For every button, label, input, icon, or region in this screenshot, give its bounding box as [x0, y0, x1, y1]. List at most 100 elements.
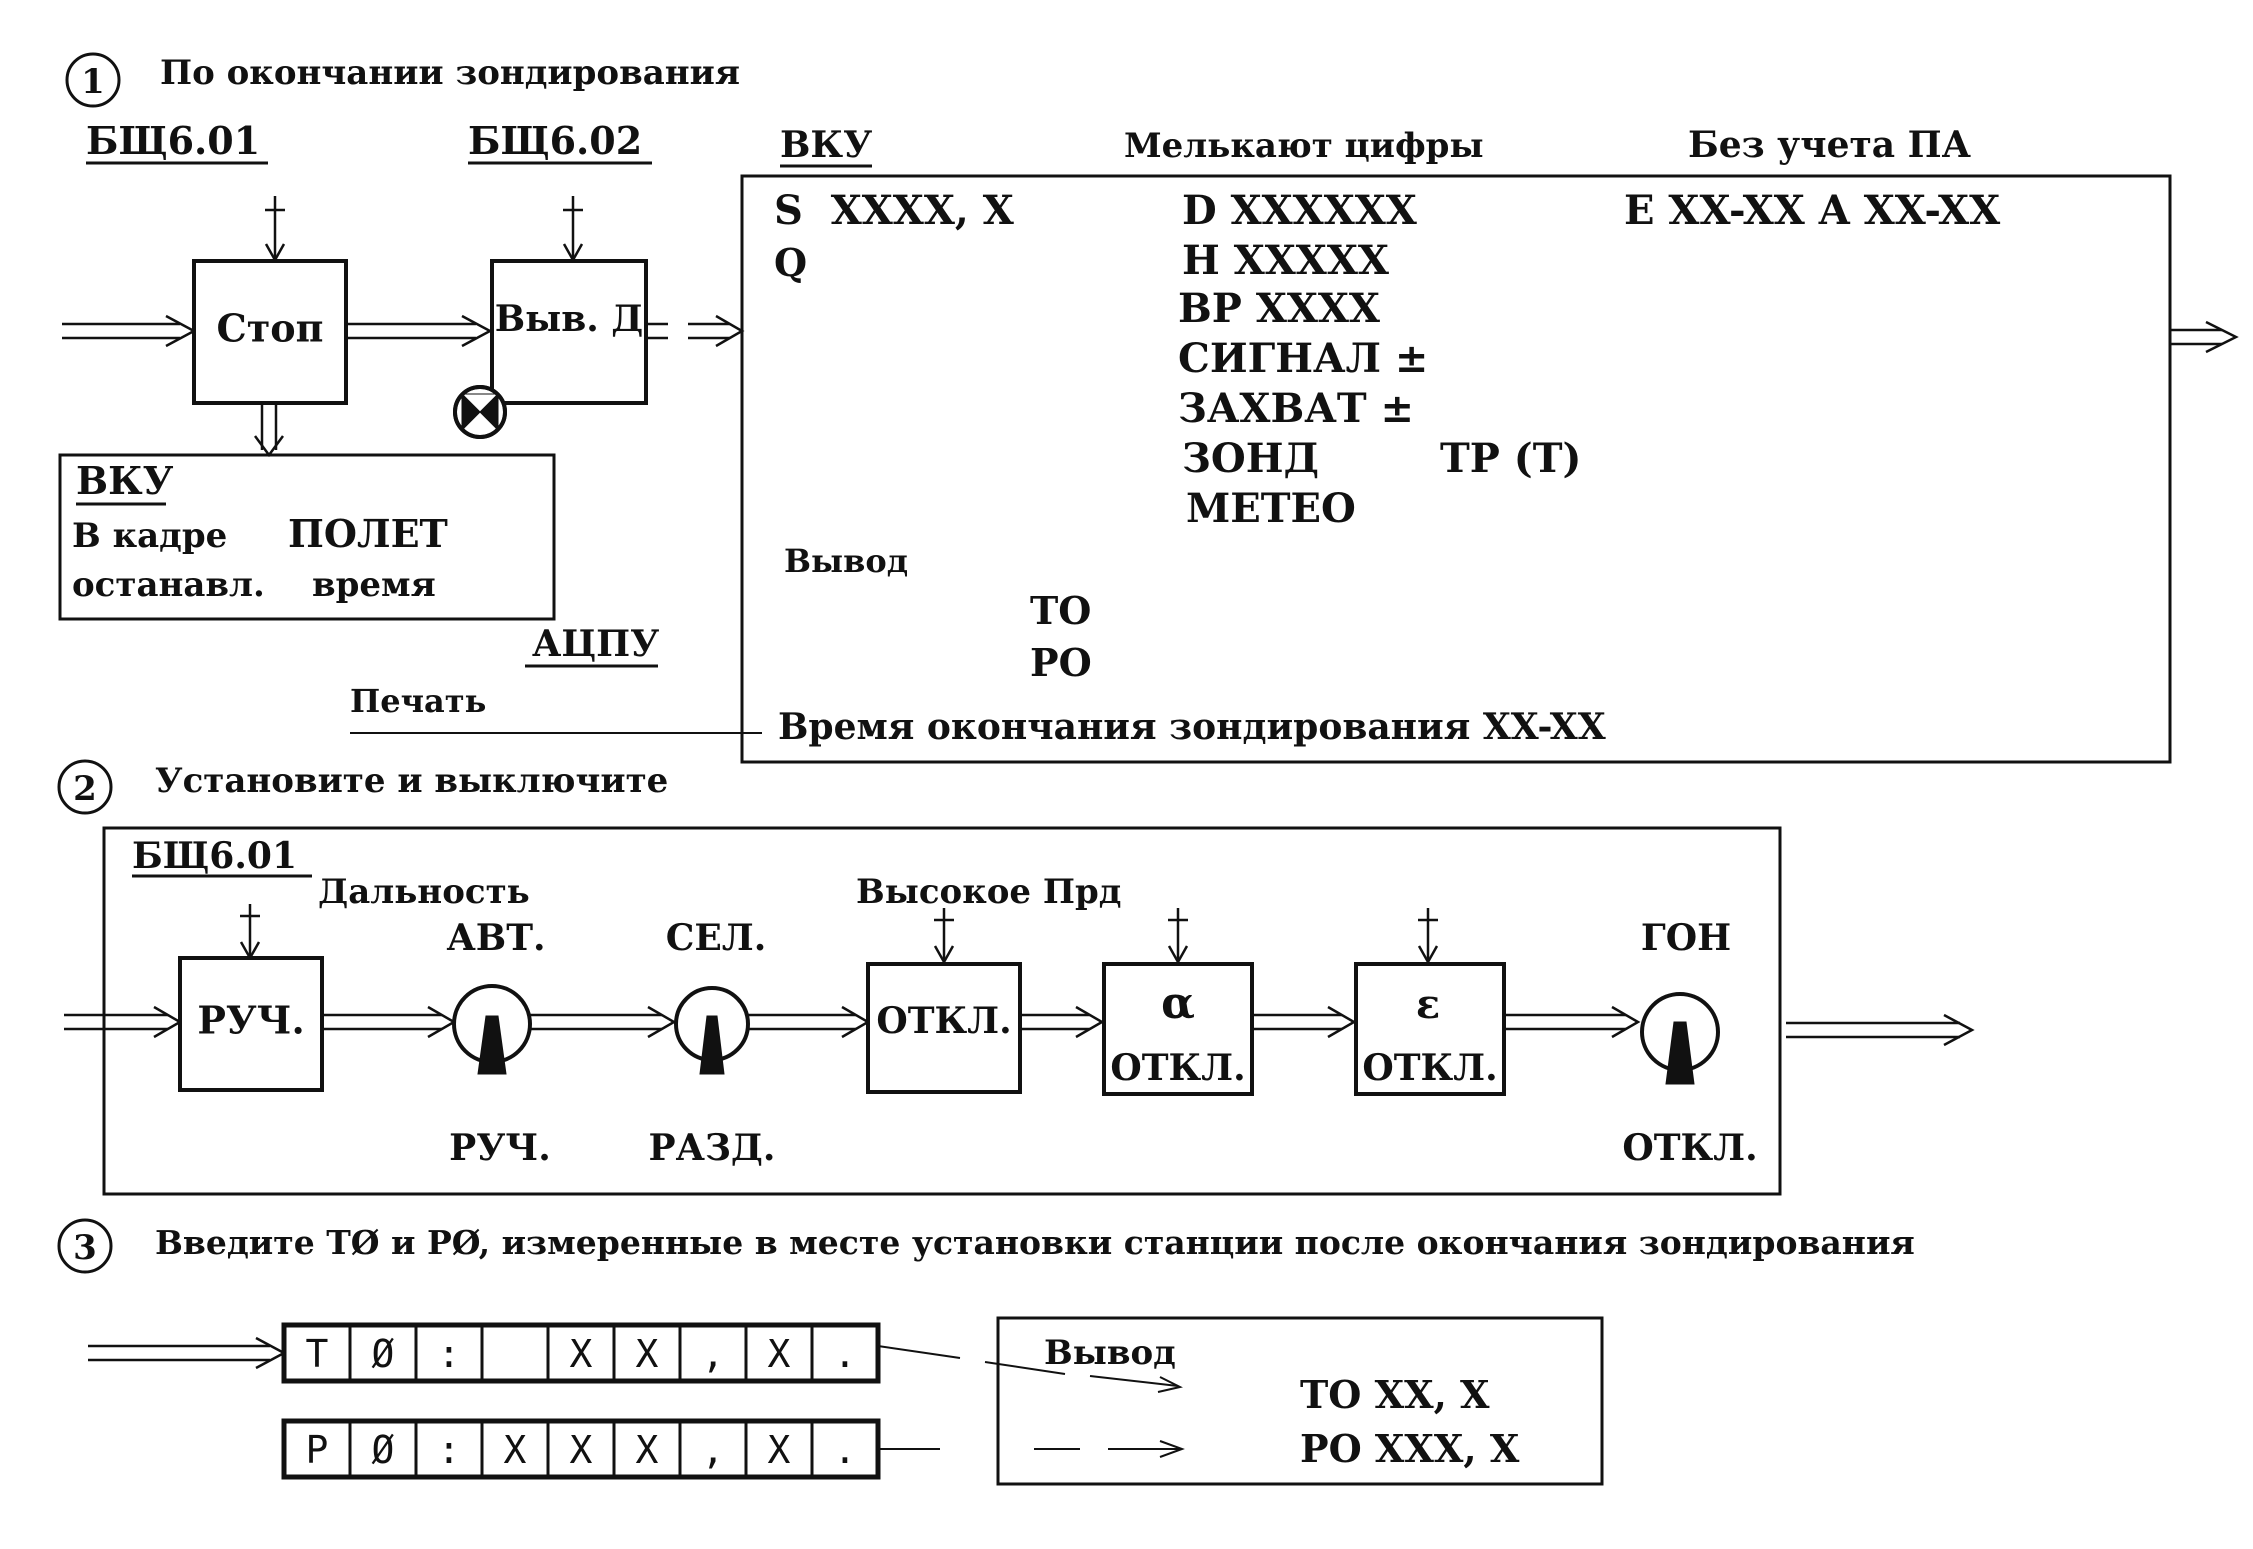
vku-s-line: S XXXX, X [774, 187, 1014, 234]
vku-meteo-line: МЕТЕО [1186, 485, 1356, 532]
vku-main-box [740, 174, 2172, 764]
input-arrow-t-row [88, 1336, 287, 1370]
arrow-eps-to-knob3 [1504, 1005, 1641, 1039]
vku-end-time: Время окончания зондирования XX-XX [778, 706, 1606, 748]
high-prd-label: Высокое Прд [856, 872, 1121, 912]
section-3: 3 Введите ТØ и РØ, измеренные в месте ус… [57, 1218, 1915, 1486]
p-cell-6: , [702, 1428, 725, 1472]
panel-bsh-label: БЩ6.01 [132, 835, 297, 877]
vyv-d-block-label: Выв. Д [495, 298, 644, 340]
section-2-title: Установите и выключите [155, 761, 668, 801]
vku-main-label: ВКУ [780, 124, 872, 166]
vku-to-line: ТО [1030, 588, 1091, 633]
step-number-3-circle [57, 1218, 113, 1274]
press-marker-alpha [1167, 908, 1189, 965]
section-1: 1 По окончании зондирования БЩ6.01 БЩ6.0… [58, 52, 2239, 764]
alpha-otkl-label: ОТКЛ. [1110, 1047, 1245, 1089]
otkl-block[interactable] [866, 962, 1022, 1094]
acpu-label: АЦПУ [532, 623, 659, 665]
bsh602-label: БЩ6.02 [468, 118, 642, 163]
t-cell-8: . [834, 1332, 857, 1376]
eps-block[interactable] [1354, 962, 1506, 1096]
print-label: Печать [350, 682, 486, 720]
vku-bp-line: BP XXXX [1178, 285, 1380, 332]
bsh601-label: БЩ6.01 [86, 118, 260, 163]
vku-small-box [58, 453, 556, 621]
ruch-block[interactable] [178, 956, 324, 1092]
output-po-value: PO XXX, X [1300, 1426, 1520, 1471]
panel-output-arrow [1786, 1013, 1975, 1047]
vku-e-line: E XX-XX A XX-XX [1624, 187, 2000, 234]
indicator-lamp-icon [453, 385, 507, 439]
arrow-knob2-to-otkl [748, 1005, 871, 1039]
vku-output-label: Вывод [784, 542, 908, 580]
t-cell-7: X [768, 1332, 791, 1376]
section-1-title: По окончании зондирования [160, 53, 740, 93]
arrow-otkl-to-alpha [1020, 1005, 1105, 1039]
vku-d-line: D XXXXXX [1182, 187, 1417, 234]
t-cell-0: T [306, 1332, 329, 1376]
p-cell-0: P [306, 1428, 329, 1472]
knob2-top-label: СЕЛ. [666, 917, 766, 959]
section-2: 2 Установите и выключите БЩ6.01 Дальност… [57, 759, 1975, 1196]
vyv-d-block[interactable] [490, 259, 648, 405]
vku-h-line: H XXXXX [1182, 237, 1389, 284]
stop-block[interactable] [192, 259, 348, 405]
knob3-top-label: ГОН [1641, 917, 1731, 959]
t-cell-4: X [570, 1332, 593, 1376]
arrow-alpha-to-eps [1252, 1005, 1357, 1039]
step-number-2-circle [57, 759, 113, 815]
press-marker-otkl [933, 908, 955, 965]
p-cell-1: Ø [372, 1428, 395, 1472]
output-double-arrow [2170, 320, 2239, 354]
vku-zond-line: ЗОНД [1182, 435, 1319, 482]
ruch-block-label: РУЧ. [197, 998, 304, 1043]
knob-3-icon[interactable] [1640, 992, 1720, 1085]
knob-2-icon[interactable] [674, 986, 750, 1075]
step-number-1: 1 [81, 62, 105, 102]
eps-otkl-label: ОТКЛ. [1362, 1047, 1497, 1089]
press-marker-vyv [562, 196, 584, 263]
knob-1-icon[interactable] [452, 984, 532, 1075]
arrow-ruch-to-knob1 [322, 1005, 457, 1039]
p-cell-7: X [768, 1428, 791, 1472]
p-cell-2: : [438, 1428, 461, 1472]
press-marker-ruch [239, 904, 261, 961]
knob3-bottom-label: ОТКЛ. [1622, 1127, 1757, 1169]
vku-small-line2a: останавл. [72, 565, 265, 605]
vku-note-pa: Без учета ПА [1688, 124, 1971, 166]
p-cell-4: X [570, 1428, 593, 1472]
p-cell-3: X [504, 1428, 527, 1472]
p-cell-8: . [834, 1428, 857, 1472]
press-marker-eps [1417, 908, 1439, 965]
vku-small-label: ВКУ [76, 458, 174, 503]
range-label: Дальность [318, 872, 530, 912]
vku-note-digits: Мелькают цифры [1124, 126, 1484, 166]
vku-small-line2b: время [312, 565, 436, 605]
t-cell-6: , [702, 1332, 725, 1376]
arrow-vyv-to-vku-main [646, 314, 745, 348]
otkl-block-label: ОТКЛ. [876, 1000, 1011, 1042]
t-cell-2: : [438, 1332, 461, 1376]
output-box [996, 1316, 1604, 1486]
step-number-1-circle [65, 52, 121, 108]
alpha-symbol: α [1161, 978, 1195, 1029]
eps-symbol: ε [1416, 981, 1440, 1028]
panel-input-arrow [64, 1005, 183, 1039]
step-number-3: 3 [73, 1228, 97, 1268]
vku-po-line: PO [1030, 640, 1092, 685]
knob1-top-label: АВТ. [446, 917, 545, 959]
section-3-title: Введите ТØ и РØ, измеренные в месте уста… [155, 1223, 1915, 1262]
press-marker-stop [264, 196, 286, 263]
t-cell-1: Ø [372, 1332, 395, 1376]
input-double-arrow [62, 314, 197, 348]
p-leader [878, 1440, 1185, 1458]
p-cell-5: X [636, 1428, 659, 1472]
t-cell-5: X [636, 1332, 659, 1376]
step-number-2: 2 [73, 769, 97, 809]
arrow-stop-to-vku [253, 403, 285, 458]
output-box-label: Вывод [1044, 1333, 1176, 1373]
vku-q-line: Q [774, 240, 807, 285]
